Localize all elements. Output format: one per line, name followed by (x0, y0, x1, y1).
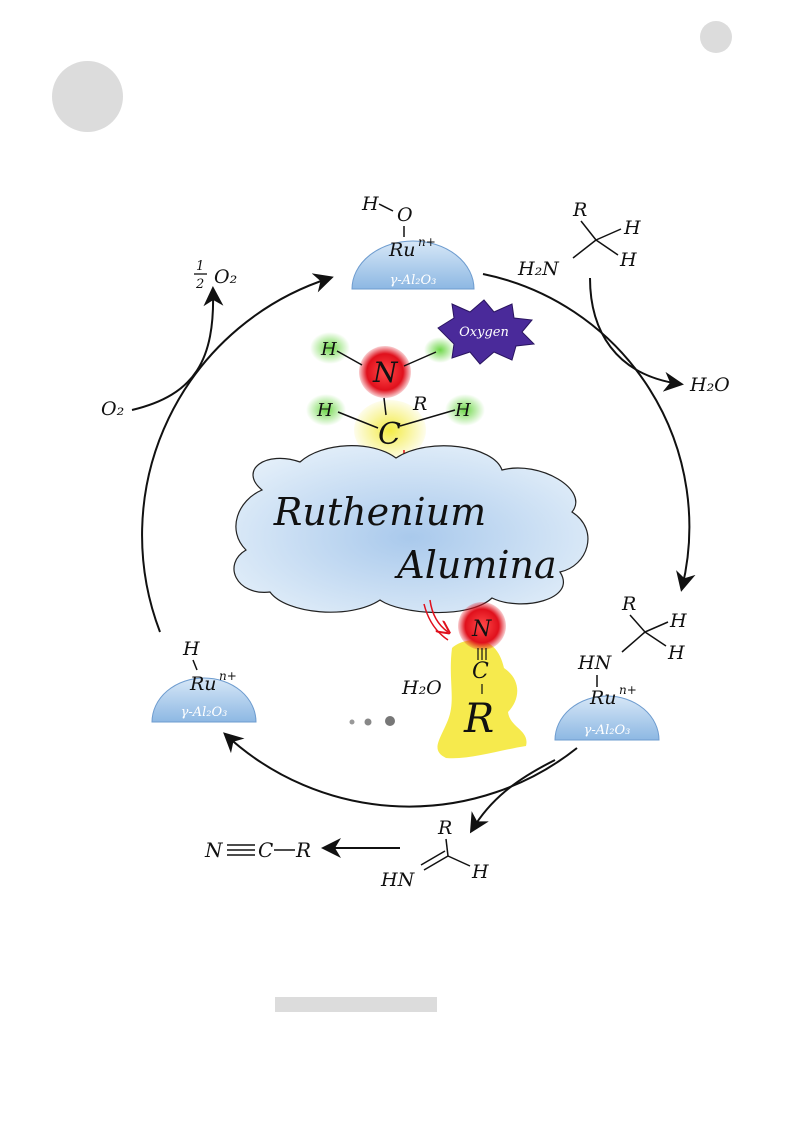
water-out-label: H₂O (689, 374, 730, 396)
atom-h-1: H (320, 339, 337, 360)
svg-text:C: C (258, 838, 273, 862)
svg-text:Ru: Ru (589, 687, 617, 709)
nitrile-product-figure: N C R (437, 602, 527, 759)
oxygen-burst: Oxygen (437, 299, 536, 365)
svg-text:n+: n+ (219, 669, 237, 683)
cycle-arc-top-right (482, 273, 696, 592)
svg-text:N: N (204, 838, 224, 862)
decor-bar (275, 997, 437, 1012)
amine-structure: R H H H₂N (517, 199, 641, 280)
svg-text:Ru: Ru (189, 673, 217, 695)
product-n: N (471, 617, 492, 642)
water-arrow (589, 277, 684, 392)
top-ru-charge: n+ (418, 235, 436, 249)
svg-text:H₂N: H₂N (517, 258, 560, 280)
oxygen-in-label: O₂ (101, 398, 124, 420)
left-ru-site: γ-Al₂O₃ H Ru n+ (151, 638, 257, 723)
decor-circle-large (52, 61, 123, 132)
svg-text:H: H (667, 642, 685, 664)
svg-text:1: 1 (196, 259, 204, 274)
ruthenium-alumina-cloud: Ruthenium Alumina (233, 445, 589, 614)
svg-text:R: R (437, 817, 452, 839)
product-r: R (463, 696, 494, 742)
svg-text:R: R (295, 838, 311, 862)
svg-text:γ-Al₂O₃: γ-Al₂O₃ (181, 705, 228, 720)
imine-arrow (469, 759, 556, 834)
svg-text:n+: n+ (619, 683, 637, 697)
atom-h-3: H (454, 400, 471, 421)
svg-text:H: H (623, 217, 641, 239)
atom-n: N (372, 356, 399, 389)
top-ru: Ru (388, 239, 416, 261)
right-ru-site: γ-Al₂O₃ R H H HN Ru n+ (554, 593, 687, 741)
half-oxygen-formula: O₂ (214, 266, 237, 288)
svg-text:R: R (572, 199, 587, 221)
product-c: C (472, 659, 489, 684)
svg-text:HN: HN (577, 652, 613, 674)
cycle-arc-left (141, 273, 334, 633)
top-ru-site: γ-Al₂O₃ H O Ru n+ (351, 193, 475, 290)
sparkle-dots (349, 716, 395, 726)
decor-circle-small (700, 21, 732, 53)
svg-text:H: H (669, 610, 687, 632)
cycle-arc-bottom (223, 732, 578, 808)
svg-text:H: H (619, 249, 637, 271)
atom-c: C (378, 417, 401, 452)
nitrile-structure: N C R (204, 838, 311, 862)
half-oxygen: 1 2 O₂ (194, 259, 237, 292)
svg-text:γ-Al₂O₃: γ-Al₂O₃ (584, 723, 631, 738)
svg-text:H: H (182, 638, 200, 660)
cloud-label-ruthenium: Ruthenium (273, 490, 486, 534)
svg-text:H: H (471, 861, 489, 883)
red-arrow-bottom (429, 599, 448, 632)
svg-text:R: R (621, 593, 636, 615)
atom-h-2: H (316, 400, 333, 421)
imine-structure: R HN H (380, 817, 489, 891)
oxygen-arrow (131, 286, 224, 411)
water-near-product: H₂O (401, 677, 442, 699)
reacting-molecule: H H H N C R (306, 332, 485, 460)
top-o: O (397, 204, 413, 226)
cloud-label-alumina: Alumina (394, 543, 556, 587)
svg-text:2: 2 (195, 277, 204, 292)
svg-text:Oxygen: Oxygen (459, 325, 509, 340)
atom-r: R (412, 393, 427, 415)
top-h: H (361, 193, 379, 215)
svg-text:HN: HN (380, 869, 416, 891)
top-support-label: γ-Al₂O₃ (390, 273, 437, 288)
